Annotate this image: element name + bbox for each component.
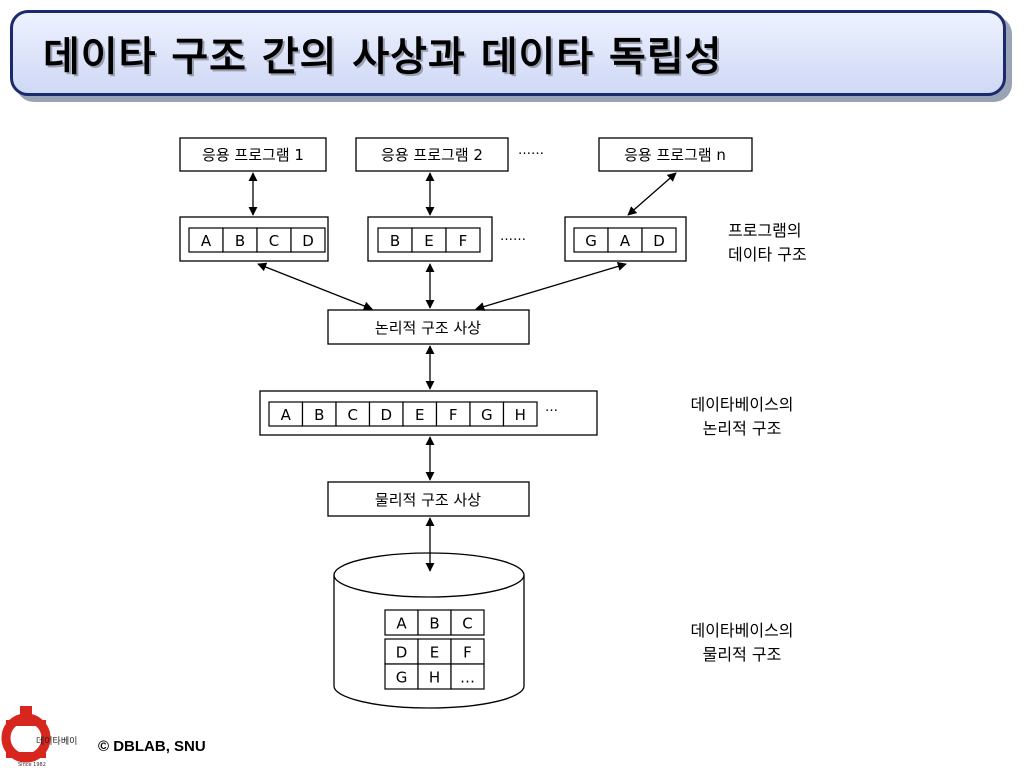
storage-grid-row-2-cell-box	[417, 638, 452, 665]
storage-grid-row-1-cell-label: C	[462, 615, 472, 633]
storage-grid-row-1-cell-box	[384, 609, 419, 636]
label-program-struct-line1: 프로그램의	[728, 221, 802, 240]
storage-cylinder: A B C D E F G H …	[333, 552, 525, 709]
db-logical-cell-label: A	[281, 406, 292, 424]
storage-grid-row-2-cell-label: F	[463, 644, 472, 662]
program-struct-n-cell-label: G	[585, 232, 597, 250]
app-program-n: 응용 프로그램 n	[598, 137, 753, 172]
db-logical-cell-label: H	[515, 406, 526, 424]
label-db-logical-line1: 데이타베이스의	[690, 395, 793, 414]
page-title: 데이타 구조 간의 사상과 데이타 독립성	[43, 34, 723, 80]
program-struct-1-cell-label: C	[269, 232, 279, 250]
db-logical-cell-label: B	[314, 406, 324, 424]
db-logical-cell-label: C	[348, 406, 358, 424]
arrows	[248, 172, 677, 572]
program-struct-2-cell-box	[411, 227, 447, 253]
physical-mapping-box: 물리적 구조 사상	[327, 481, 530, 517]
logical-mapping-box: 논리적 구조 사상	[327, 309, 530, 345]
label-db-logical-line2: 논리적 구조	[703, 419, 782, 438]
db-logical-cell-box	[469, 401, 505, 427]
physical-mapping-label: 물리적 구조 사상	[375, 491, 481, 509]
footer-copyright: © DBLAB, SNU	[98, 738, 206, 755]
storage-grid: A B C D E F G H …	[384, 609, 485, 690]
program-struct-1-cell-label: D	[302, 232, 314, 250]
program-struct-n-cell-label: A	[620, 232, 631, 250]
program-struct-1-cell-box	[290, 227, 326, 253]
program-struct-2-cell-box	[377, 227, 413, 253]
storage-grid-row-3-cell-box	[384, 663, 419, 690]
db-logical-cells: A B C D E F G H	[268, 401, 538, 427]
logo-text: 데이타베이스	[36, 736, 78, 747]
program-struct-n-cell-box	[641, 227, 677, 253]
app-program-n-label: 응용 프로그램 n	[624, 146, 726, 164]
db-logical-cell-box	[502, 401, 538, 427]
db-logical-cell-label: E	[415, 406, 424, 424]
storage-grid-row-1-cell-box	[450, 609, 485, 636]
db-logical-cell-box	[402, 401, 438, 427]
programs-ellipsis: ……	[518, 143, 544, 158]
title-banner: 데이타 구조 간의 사상과 데이타 독립성	[10, 10, 1006, 96]
storage-grid-row-3-cell-label: H	[429, 669, 440, 687]
program-struct-2-cell-box	[445, 227, 481, 253]
program-struct-1-cell-box	[256, 227, 292, 253]
arrow-structn-logical	[475, 261, 627, 312]
program-struct-1: A B C D	[179, 216, 329, 262]
logo-since: Since 1982	[18, 762, 46, 768]
db-logical-ellipsis: …	[545, 400, 558, 415]
program-struct-1-cell-label: A	[201, 232, 212, 250]
app-program-2: 응용 프로그램 2	[355, 137, 509, 172]
storage-grid-row-3-cell-label: G	[396, 669, 408, 687]
storage-grid-row-2-cell-label: D	[396, 644, 408, 662]
storage-grid-row-3-cell-box	[450, 663, 485, 690]
app-program-1-label: 응용 프로그램 1	[202, 146, 304, 164]
storage-grid-row-1-cell-label: B	[429, 615, 439, 633]
db-logical-struct: A B C D E F G H …	[259, 390, 598, 436]
label-db-physical-line1: 데이타베이스의	[690, 621, 793, 640]
structs-ellipsis: ……	[500, 229, 526, 244]
program-struct-2-cell-label: B	[390, 232, 400, 250]
label-db-physical-line2: 물리적 구조	[703, 645, 782, 664]
label-program-struct-line2: 데이타 구조	[728, 245, 807, 264]
program-struct-1-cells: A B C D	[188, 227, 326, 253]
logical-mapping-label: 논리적 구조 사상	[375, 319, 481, 337]
storage-grid-row-3-cell-label: …	[460, 669, 475, 687]
program-struct-2-cell-label: E	[424, 232, 433, 250]
db-logical-cell-label: D	[380, 406, 392, 424]
dblab-logo: 데이타베이스 Since 1982	[0, 700, 78, 768]
app-program-2-label: 응용 프로그램 2	[381, 146, 483, 164]
program-struct-1-cell-box	[188, 227, 224, 253]
program-struct-2-cell-label: F	[459, 232, 468, 250]
storage-grid-row-1-cell-box	[417, 609, 452, 636]
arrow-struct1-logical	[257, 262, 373, 311]
storage-grid-row-2-cell-label: E	[430, 644, 439, 662]
db-logical-cell-box	[368, 401, 404, 427]
app-program-1: 응용 프로그램 1	[179, 137, 327, 172]
db-logical-cell-label: G	[481, 406, 493, 424]
storage-grid-row-1-cell-label: A	[396, 615, 407, 633]
arrow-appn-structn	[627, 172, 677, 216]
program-struct-1-cell-label: B	[235, 232, 245, 250]
db-logical-cell-label: F	[449, 406, 458, 424]
storage-grid-row-3-cell-box	[417, 663, 452, 690]
program-struct-n-cell-label: D	[653, 232, 665, 250]
